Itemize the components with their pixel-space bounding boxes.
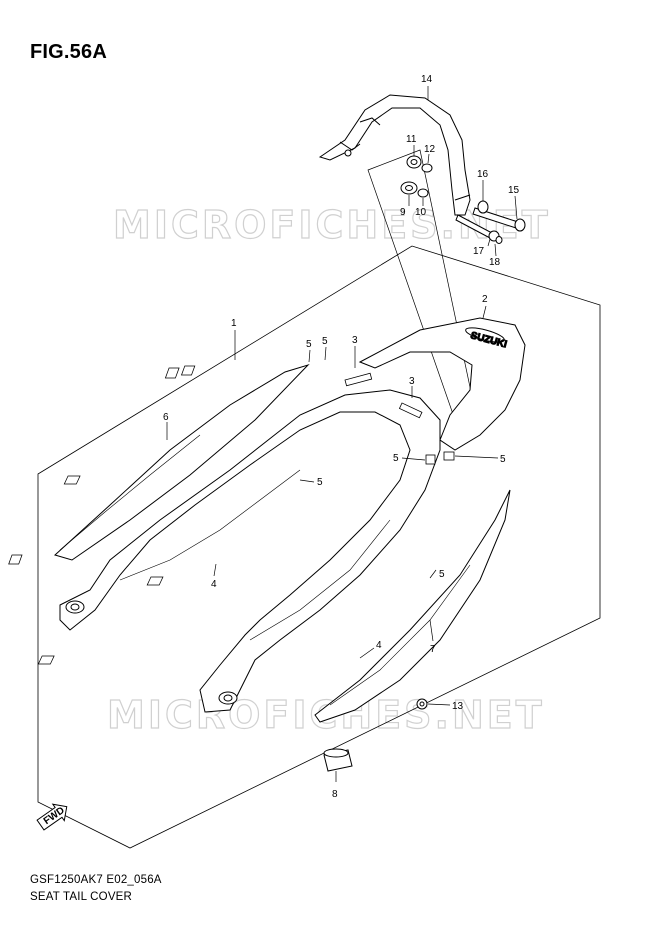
callout-1: 1 (231, 318, 237, 329)
callout-14: 14 (421, 74, 433, 85)
assembly-boundary (37, 245, 601, 849)
nut (416, 698, 428, 710)
callout-13: 13 (452, 701, 464, 712)
tail-cover-top: SUZUKI (358, 317, 526, 451)
callout-9: 9 (400, 207, 406, 218)
callout-3-mid: 3 (409, 376, 415, 387)
callout-5-right: 5 (439, 569, 445, 580)
callout-6: 6 (163, 412, 169, 423)
callout-15: 15 (508, 185, 520, 196)
callout-4-left: 4 (211, 579, 217, 590)
bolts (455, 200, 526, 244)
callout-11: 11 (406, 134, 417, 145)
figure-title: FIG.56A (30, 41, 107, 63)
right-side-cover (314, 489, 511, 723)
rubber-grommet (323, 748, 353, 772)
callout-17: 17 (473, 246, 485, 257)
figure-name: SEAT TAIL COVER (30, 891, 133, 903)
tail-cover-frame (59, 389, 441, 713)
callout-4-right: 4 (376, 640, 382, 651)
callout-16: 16 (477, 169, 489, 180)
callout-5-mid: 5 (317, 477, 323, 488)
grab-rail-part (318, 94, 471, 216)
callout-5-center-left: 5 (393, 453, 399, 464)
callout-8: 8 (332, 789, 338, 800)
callout-5-top-left: 5 (306, 339, 312, 350)
decals (8, 365, 455, 665)
callout-3-top: 3 (352, 335, 358, 346)
leader-lines (166, 86, 518, 782)
callout-12: 12 (424, 144, 436, 155)
callout-7: 7 (430, 644, 436, 655)
callout-2: 2 (482, 294, 488, 305)
bushings (400, 155, 433, 198)
callout-18: 18 (489, 257, 501, 268)
fwd-arrow-icon: FWD (36, 803, 68, 831)
callout-5-top-right: 5 (322, 336, 328, 347)
figure-code: GSF1250AK7 E02_056A (30, 874, 162, 886)
callout-10: 10 (415, 207, 427, 218)
left-side-cover (54, 363, 310, 561)
callout-5-center-right: 5 (500, 454, 506, 465)
